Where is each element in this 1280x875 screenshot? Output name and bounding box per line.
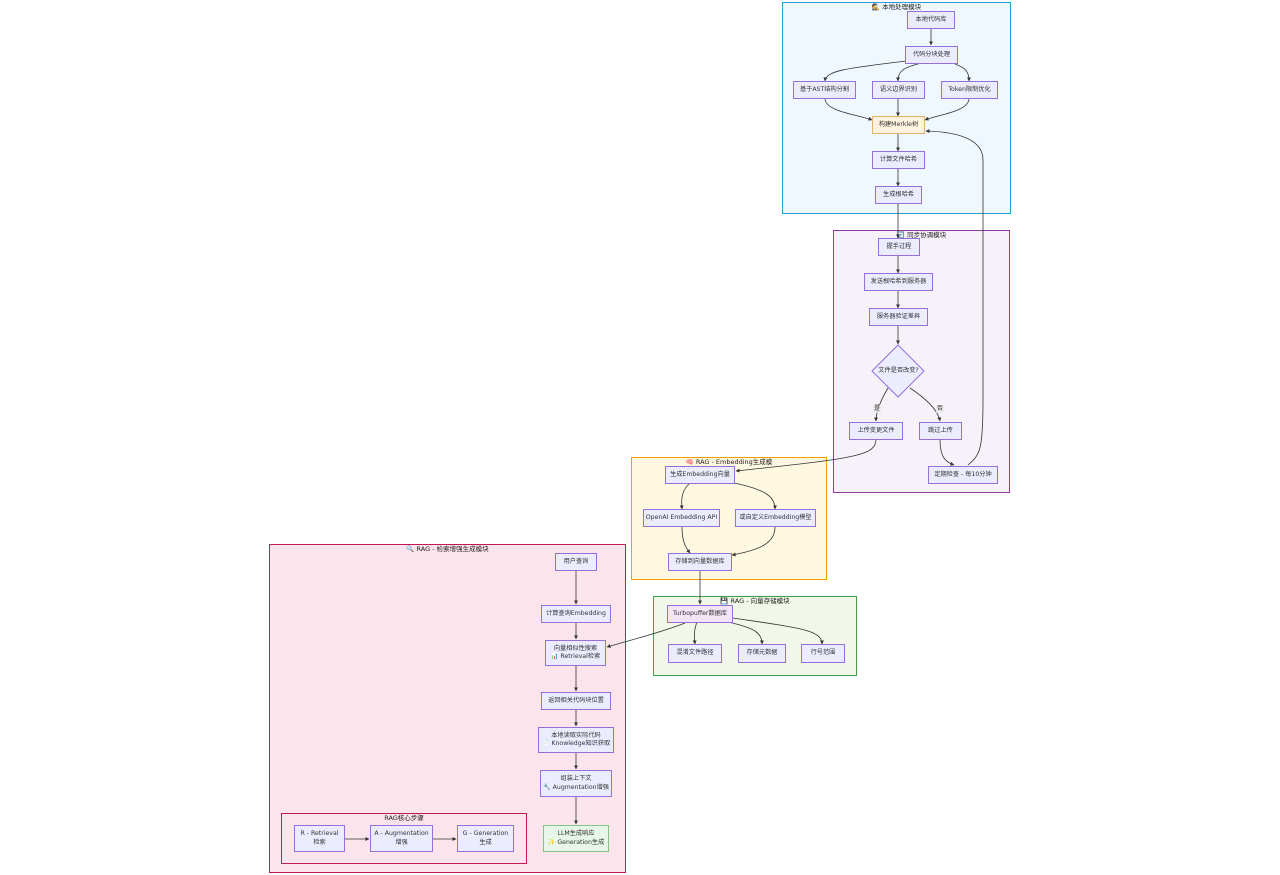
core-r-line1: R - Retrieval <box>300 830 339 837</box>
similarity-search-line1: 向量相似性搜索 <box>553 644 598 652</box>
node-user-query: 用户查询 <box>555 553 597 571</box>
core-g-line2: 生成 <box>479 838 492 846</box>
edge-turbo-line <box>732 617 824 645</box>
edge-openai-store <box>681 526 691 554</box>
node-turbopuffer: Turbopuffer数据库 <box>667 605 733 623</box>
node-store-vector: 存储到向量数据库 <box>668 553 732 571</box>
assemble-line2: 🔧 Augmentation增强 <box>543 783 609 791</box>
node-line-range: 行号范围 <box>801 644 845 663</box>
node-semantic-boundary: 语义边界识别 <box>872 81 925 99</box>
node-return-positions: 返回相关代码块位置 <box>541 692 611 710</box>
node-llm-generate: LLM生成响应 ✨ Generation生成 <box>543 825 609 852</box>
decision-diamond <box>871 344 925 398</box>
node-ast-split: 基于AST结构分割 <box>793 81 856 99</box>
edge-custom-store <box>731 526 776 557</box>
edge-turbo-path <box>692 621 698 645</box>
core-a-line1: A - Augmentation <box>374 830 429 837</box>
node-core-augmentation: A - Augmentation 增强 <box>370 825 433 852</box>
cluster-title-rag: 🔍 RAG - 检索增强生成模块 <box>406 545 489 553</box>
edge-decision-upload <box>874 387 889 422</box>
similarity-search-line2: 📊 Retrieval检索 <box>550 653 601 660</box>
edge-label-yes: 是 <box>873 405 882 413</box>
node-token-limit: Token限制优化 <box>941 81 998 99</box>
cluster-title-sync: 🔄 同步协调模块 <box>896 231 947 239</box>
edge-upload-embedding <box>735 438 877 473</box>
cluster-title-embedding: 🧠 RAG - Embedding生成模 <box>685 458 773 466</box>
edge-decision-skip <box>909 387 942 422</box>
core-g-line1: G - Generation <box>462 830 509 837</box>
read-code-line1: 本地读取实际代码 <box>551 731 601 739</box>
llm-line1: LLM生成响应 <box>557 830 595 837</box>
node-chunking: 代码分块处理 <box>905 46 958 64</box>
cluster-title-core: RAG核心步骤 <box>384 814 424 822</box>
node-query-embedding: 计算查询Embedding <box>541 605 611 623</box>
node-core-generation: G - Generation 生成 <box>457 825 514 852</box>
edge-label-no: 否 <box>936 405 945 413</box>
node-store-metadata: 存储元数据 <box>738 644 786 663</box>
node-merkle-tree: 构建Merkle树 <box>872 116 925 134</box>
core-r-line2: 检索 <box>313 838 326 846</box>
node-gen-embedding: 生成Embedding向量 <box>665 466 735 484</box>
edge-skip-periodic <box>939 438 955 466</box>
node-core-retrieval: R - Retrieval 检索 <box>294 825 345 852</box>
node-assemble-context: 组装上下文 🔧 Augmentation增强 <box>540 770 612 797</box>
edge-turbo-meta <box>727 621 764 645</box>
edge-chunking-token <box>954 63 971 82</box>
node-root-hash: 生成根哈希 <box>875 186 922 204</box>
decision-label: 文件是否改变? <box>878 367 919 374</box>
node-handshake: 握手过程 <box>878 238 920 256</box>
node-skip-upload: 跳过上传 <box>919 422 962 440</box>
node-file-hash: 计算文件哈希 <box>872 151 925 169</box>
node-send-root-hash: 发送根哈希到服务器 <box>864 273 933 291</box>
edge-chunking-semantic <box>896 63 919 82</box>
node-openai-api: OpenAI Embedding API <box>643 509 720 527</box>
core-a-line2: 增强 <box>395 838 408 846</box>
node-upload-changed: 上传变更文件 <box>849 422 903 440</box>
cluster-title-local: 🕵 本地处理模块 <box>871 3 922 11</box>
cluster-title-vector: 💾 RAG - 向量存储模块 <box>720 597 790 605</box>
cluster-local-processing: 🕵 本地处理模块 <box>782 2 1011 214</box>
node-periodic-check: 定期检查 - 每10分钟 <box>928 466 998 484</box>
node-local-repo: 本地代码库 <box>907 11 955 29</box>
read-code-line2: 📄 Knowledge知识获取 <box>541 740 611 747</box>
edge-embedding-openai <box>679 482 691 510</box>
node-read-code: 本地读取实际代码 📄 Knowledge知识获取 <box>538 727 614 753</box>
node-custom-model: 或自定义Embedding模型 <box>735 509 816 527</box>
node-similarity-search: 向量相似性搜索 📊 Retrieval检索 <box>545 640 606 666</box>
node-obfuscated-path: 混淆文件路径 <box>668 644 722 663</box>
llm-line2: ✨ Generation生成 <box>547 838 605 846</box>
node-server-verify: 服务器验证差异 <box>869 308 928 326</box>
edge-chunking-ast <box>823 60 907 82</box>
edge-token-merkle <box>924 98 970 121</box>
edge-embedding-custom <box>733 482 777 510</box>
edge-turbo-search <box>606 622 686 648</box>
edge-periodic-merkle <box>925 129 984 466</box>
assemble-line1: 组装上下文 <box>560 775 592 782</box>
edge-ast-merkle <box>824 98 873 121</box>
